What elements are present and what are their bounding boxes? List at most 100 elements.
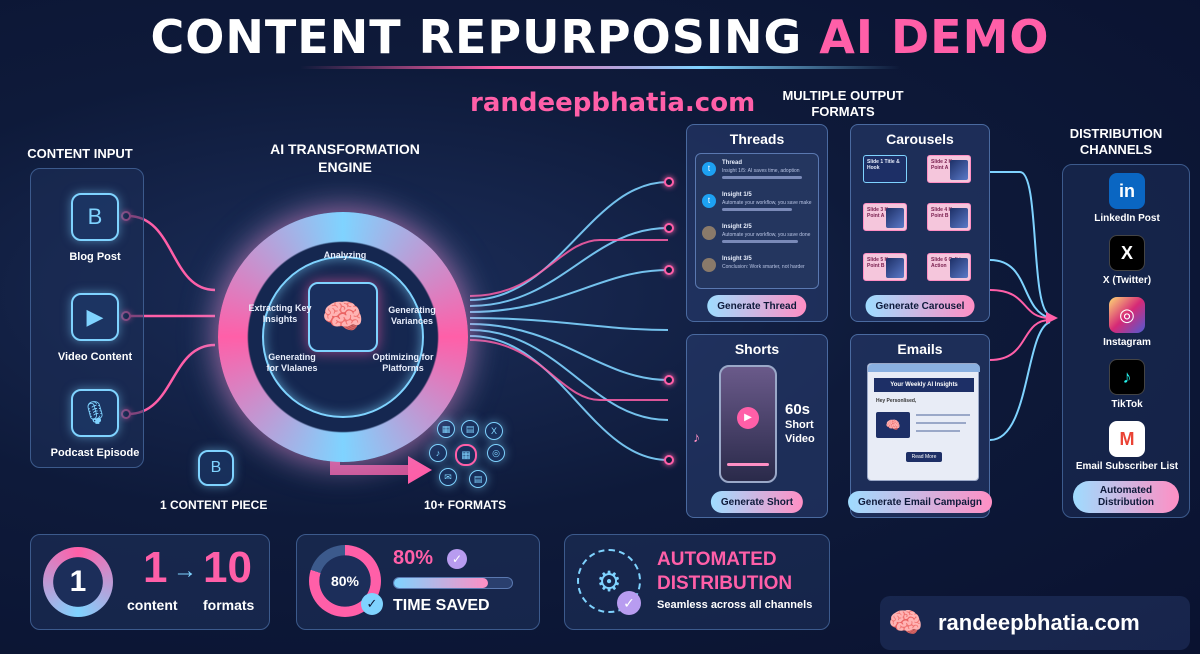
- distribution-label-line1: DISTRIBUTION: [1069, 126, 1163, 141]
- title-main: CONTENT REPURPOSING: [150, 10, 803, 64]
- thread-preview: t Thread Insight 1/5: AI saves time, ado…: [695, 153, 819, 289]
- connector-dot: [664, 265, 674, 275]
- title-accent: AI DEMO: [819, 10, 1050, 64]
- stage-generating-variances: Generating Variances: [388, 305, 436, 326]
- slide-image: [886, 258, 904, 278]
- engine-inner-ring: [262, 256, 424, 418]
- document-icon: B: [198, 450, 234, 486]
- generate-email-campaign-button[interactable]: Generate Email Campaign: [848, 491, 992, 513]
- thread-post: Insight 3/5 Conclusion: Work smarter, no…: [702, 256, 820, 280]
- channel-linkedin[interactable]: in LinkedIn Post: [1072, 173, 1182, 224]
- carousel-slide: Slide 5 Key Point B: [863, 253, 907, 281]
- content-input-label: CONTENT INPUT: [27, 146, 133, 161]
- ratio-stat-card: 1 1 → 10 content formats: [30, 534, 270, 630]
- audio-wave: [727, 463, 769, 466]
- text-line: [916, 430, 960, 432]
- slide-image: [950, 160, 968, 180]
- channel-instagram[interactable]: ◎ Instagram: [1072, 297, 1182, 348]
- check-icon: ✓: [361, 593, 383, 615]
- input-label: Blog Post: [69, 251, 121, 263]
- slide-tag: Slide 6 Call to Action: [931, 257, 964, 269]
- carousel-slide: Slide 2 Key Point A: [927, 155, 971, 183]
- channel-label: X (Twitter): [1102, 275, 1152, 286]
- play-icon[interactable]: ▶: [737, 407, 759, 429]
- thread-post-head: Insight 1/5: [722, 192, 752, 198]
- play-icon: ▶: [71, 293, 119, 341]
- automated-distribution-button[interactable]: Automated Distribution: [1073, 481, 1179, 513]
- email-read-more-button[interactable]: Read More: [906, 452, 942, 462]
- text-line: [722, 208, 792, 211]
- time-ring-value: 80%: [330, 573, 360, 589]
- ratio-ten: 10: [203, 543, 252, 592]
- brain-icon: 🧠: [876, 412, 910, 438]
- channel-tiktok[interactable]: ♪ TikTok: [1072, 359, 1182, 410]
- phone-preview: ▶: [719, 365, 777, 483]
- carousel-slide: Slide 6 Call to Action: [927, 253, 971, 281]
- title-underline: [300, 66, 900, 69]
- brain-logo-icon: 🧠: [888, 607, 923, 638]
- thread-post: t Insight 1/5 Automate your workflow, yo…: [702, 192, 820, 216]
- ratio-right-label: formats: [203, 597, 255, 613]
- thread-post-text: Insight 1/5: AI saves time, adoption: [722, 168, 800, 174]
- thread-post-head: Insight 2/5: [722, 224, 752, 230]
- generate-short-button[interactable]: Generate Short: [710, 491, 804, 513]
- connector-dot: [664, 375, 674, 385]
- engine-label-line1: AI TRANSFORMATION: [270, 141, 420, 157]
- auto-line2: DISTRIBUTION: [657, 573, 793, 594]
- brand-site[interactable]: randeepbhatia.com: [938, 610, 1140, 635]
- ratio-left-label: content: [127, 597, 178, 613]
- slide-image: [950, 208, 968, 228]
- channel-x[interactable]: X X (Twitter): [1072, 235, 1182, 286]
- brain-chip-icon: 🧠: [308, 282, 378, 352]
- channel-label: Email Subscriber List: [1075, 461, 1179, 472]
- format-icon: ▤: [461, 420, 479, 438]
- outputs-label-line1: MULTIPLE OUTPUT: [782, 88, 904, 103]
- instagram-icon: ◎: [1109, 297, 1145, 333]
- threads-title: Threads: [729, 131, 785, 147]
- thread-post: t Thread Insight 1/5: AI saves time, ado…: [702, 160, 820, 184]
- page-title: CONTENT REPURPOSING AI DEMO: [0, 10, 1200, 64]
- time-progress-fill: [394, 578, 489, 588]
- tiktok-icon: ♪: [429, 444, 447, 462]
- time-saved-card: 80% ✓ 80% ✓ TIME SAVED: [296, 534, 540, 630]
- stage-optimizing: Optimizing for Platforms: [372, 352, 434, 373]
- carousel-slide: Slide 4 Key Point B: [927, 203, 971, 231]
- carousels-title: Carousels: [886, 131, 954, 147]
- avatar: [702, 258, 716, 272]
- email-titlebar: [868, 364, 980, 372]
- shorts-title: Shorts: [734, 341, 780, 357]
- input-blog-post[interactable]: B Blog Post: [45, 193, 145, 275]
- check-icon: ✓: [617, 591, 641, 615]
- gear-icon: ⚙: [577, 549, 641, 613]
- connector-dot: [664, 177, 674, 187]
- generate-thread-button[interactable]: Generate Thread: [707, 295, 807, 317]
- microphone-icon: 🎙: [71, 389, 119, 437]
- input-label: Podcast Episode: [50, 447, 140, 459]
- auto-sub: Seamless across all channels: [657, 599, 813, 611]
- site-link[interactable]: randeepbhatia.com: [470, 88, 756, 118]
- email-preview: Your Weekly AI Insights Hey Personlised,…: [867, 363, 980, 481]
- slide-tag: Slide 5 Key Point B: [867, 257, 894, 269]
- input-label: Video Content: [57, 351, 133, 363]
- mail-icon: ✉: [439, 468, 457, 486]
- content-input-panel: B Blog Post ▶ Video Content 🎙 Podcast Ep…: [30, 168, 144, 468]
- ratio-ring: 1: [43, 547, 113, 617]
- stage-analyzing: Analyzing: [323, 250, 367, 260]
- automated-distribution-card: ⚙ ✓ AUTOMATED DISTRIBUTION Seamless acro…: [564, 534, 830, 630]
- channel-email[interactable]: M Email Subscriber List: [1072, 421, 1182, 472]
- distribution-label-line2: CHANNELS: [1079, 142, 1153, 157]
- input-podcast-episode[interactable]: 🎙 Podcast Episode: [45, 389, 145, 471]
- emails-title: Emails: [897, 341, 943, 357]
- twitter-bird-icon: t: [702, 162, 716, 176]
- generate-carousel-button[interactable]: Generate Carousel: [865, 295, 975, 317]
- formats-label: 10+ FORMATS: [424, 498, 507, 512]
- text-line: [916, 422, 966, 424]
- thread-post-text: Automate your workflow, you save done: [722, 232, 811, 238]
- email-greeting: Hey Personlised,: [876, 398, 917, 404]
- shorts-line3: Video: [785, 433, 815, 445]
- carousel-slide: Slide 1 Title & Hook: [863, 155, 907, 183]
- format-icon: ▦: [437, 420, 455, 438]
- twitter-bird-icon: t: [702, 194, 716, 208]
- input-video-content[interactable]: ▶ Video Content: [45, 293, 145, 375]
- emails-panel: Emails Your Weekly AI Insights Hey Perso…: [848, 334, 992, 518]
